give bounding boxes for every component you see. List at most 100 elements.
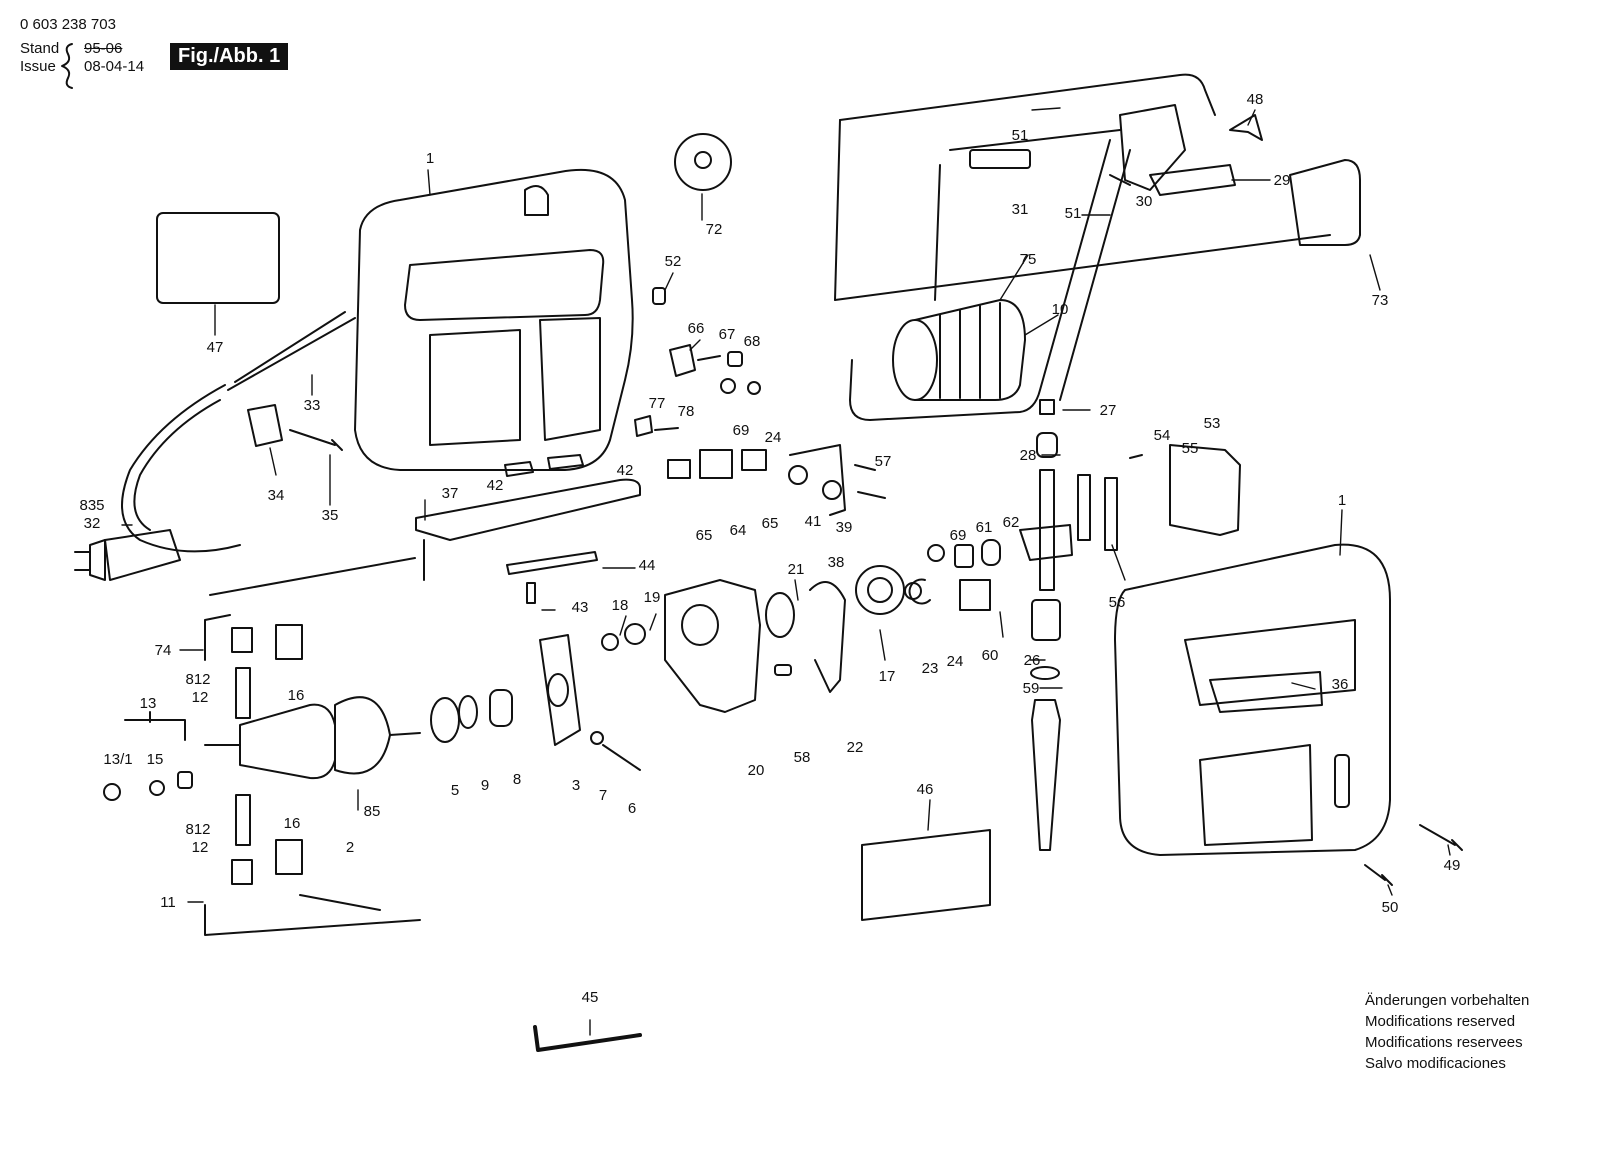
callout-18: 18 bbox=[612, 597, 629, 614]
callout-65a: 65 bbox=[696, 527, 713, 544]
guide-parts-shape bbox=[1077, 444, 1241, 551]
callout-74: 74 bbox=[155, 642, 172, 659]
stand-value: 95-06 bbox=[84, 40, 123, 57]
callout-46: 46 bbox=[917, 781, 934, 798]
small-parts-cluster-shape bbox=[634, 287, 761, 437]
label-card-46-shape bbox=[861, 829, 991, 921]
label-card-47-shape bbox=[156, 212, 280, 304]
callout-labels: 1 47 33 34 35 835 32 72 52 66 67 68 69 2… bbox=[79, 91, 1460, 1006]
callout-12a: 12 bbox=[192, 689, 209, 706]
callout-30: 30 bbox=[1136, 193, 1153, 210]
callout-66: 66 bbox=[688, 320, 705, 337]
callout-17: 17 bbox=[879, 668, 896, 685]
callout-1b: 1 bbox=[1338, 492, 1346, 509]
callout-78: 78 bbox=[678, 403, 695, 420]
callout-15: 15 bbox=[147, 751, 164, 768]
callout-77: 77 bbox=[649, 395, 666, 412]
shoe-plate-shape bbox=[209, 454, 641, 604]
callout-36: 36 bbox=[1332, 676, 1349, 693]
brush-holders-shape bbox=[103, 614, 421, 936]
callout-57: 57 bbox=[875, 453, 892, 470]
callout-812b: 812 bbox=[185, 821, 210, 838]
counterweight-shape bbox=[664, 579, 846, 713]
callout-11: 11 bbox=[160, 894, 176, 911]
callout-69b: 69 bbox=[950, 527, 967, 544]
callout-64: 64 bbox=[730, 522, 747, 539]
callout-51b: 51 bbox=[1065, 205, 1082, 222]
housing-half-right-shape bbox=[1114, 543, 1391, 856]
callout-16a: 16 bbox=[288, 687, 305, 704]
callout-37: 37 bbox=[442, 485, 459, 502]
power-cord-shape bbox=[74, 311, 356, 581]
callout-54: 54 bbox=[1154, 427, 1171, 444]
callout-51a: 51 bbox=[1012, 127, 1029, 144]
callout-7: 7 bbox=[599, 787, 607, 804]
cord-clamp-34-shape bbox=[247, 404, 283, 447]
badge-72-shape bbox=[674, 133, 732, 191]
issue-label: Issue bbox=[20, 58, 56, 75]
callout-53: 53 bbox=[1204, 415, 1221, 432]
callout-19: 19 bbox=[644, 589, 661, 606]
note-de: Änderungen vorbehalten bbox=[1365, 992, 1530, 1009]
gear-train-shape bbox=[855, 539, 1001, 615]
callout-24: 24 bbox=[765, 429, 782, 446]
issue-value: 08-04-14 bbox=[84, 58, 145, 75]
stand-label: Stand bbox=[20, 40, 60, 57]
screw-49-shape bbox=[1419, 824, 1463, 851]
screw-35-shape bbox=[289, 429, 343, 451]
callout-58: 58 bbox=[794, 749, 811, 766]
pendulum-assembly-shape bbox=[667, 444, 886, 516]
callout-28: 28 bbox=[1020, 447, 1037, 464]
callout-47: 47 bbox=[207, 339, 224, 356]
callout-42b: 42 bbox=[617, 462, 634, 479]
callout-61: 61 bbox=[976, 519, 993, 536]
wiring-harness-shape bbox=[834, 73, 1361, 421]
callout-35: 35 bbox=[322, 507, 339, 524]
callout-13-1: 13/1 bbox=[103, 751, 132, 768]
callout-27: 27 bbox=[1100, 402, 1117, 419]
figure-badge: Fig./Abb. 1 bbox=[170, 43, 289, 70]
callout-1: 1 bbox=[426, 150, 434, 167]
callout-835: 835 bbox=[79, 497, 104, 514]
callout-33: 33 bbox=[304, 397, 321, 414]
callout-55: 55 bbox=[1182, 440, 1199, 457]
callout-39: 39 bbox=[836, 519, 853, 536]
note-en: Modifications reserved bbox=[1365, 1013, 1516, 1030]
callout-31: 31 bbox=[1012, 201, 1029, 218]
callout-21: 21 bbox=[788, 561, 805, 578]
callout-52: 52 bbox=[665, 253, 682, 270]
callout-38: 38 bbox=[828, 554, 845, 571]
callout-32: 32 bbox=[84, 515, 101, 532]
note-fr: Modifications reservees bbox=[1365, 1034, 1523, 1051]
callout-69: 69 bbox=[733, 422, 750, 439]
callout-2: 2 bbox=[346, 839, 354, 856]
callout-24b: 24 bbox=[947, 653, 964, 670]
modification-notes: Änderungen vorbehalten Modifications res… bbox=[1365, 990, 1529, 1074]
plunger-column-shape bbox=[1019, 399, 1073, 851]
callout-20: 20 bbox=[748, 762, 765, 779]
callout-45: 45 bbox=[582, 989, 599, 1006]
callout-34: 34 bbox=[268, 487, 285, 504]
callout-44: 44 bbox=[639, 557, 656, 574]
callout-8: 8 bbox=[513, 771, 521, 788]
callout-72: 72 bbox=[706, 221, 723, 238]
callout-65b: 65 bbox=[762, 515, 779, 532]
callout-62: 62 bbox=[1003, 514, 1020, 531]
callout-22: 22 bbox=[847, 739, 864, 756]
hex-key-45-shape bbox=[533, 1025, 642, 1052]
note-es: Salvo modificaciones bbox=[1365, 1055, 1506, 1072]
callout-6: 6 bbox=[628, 800, 636, 817]
callout-23: 23 bbox=[922, 660, 939, 677]
callout-43: 43 bbox=[572, 599, 589, 616]
callout-85: 85 bbox=[364, 803, 381, 820]
screw-50-shape bbox=[1364, 864, 1393, 886]
callout-73: 73 bbox=[1372, 292, 1389, 309]
callout-9: 9 bbox=[481, 777, 489, 794]
callout-48: 48 bbox=[1247, 91, 1264, 108]
callout-56: 56 bbox=[1109, 594, 1126, 611]
callout-16b: 16 bbox=[284, 815, 301, 832]
callout-29: 29 bbox=[1274, 172, 1291, 189]
callout-3: 3 bbox=[572, 777, 580, 794]
callout-26: 26 bbox=[1024, 652, 1041, 669]
